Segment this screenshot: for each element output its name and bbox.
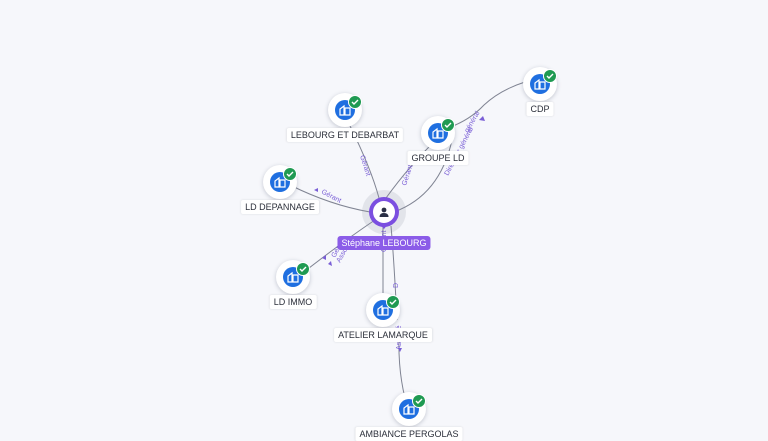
edge-person-ld-depannage xyxy=(289,184,371,213)
check-icon xyxy=(441,118,455,132)
company-label: LEBOURG ET DEBARBAT xyxy=(286,128,404,142)
company-label: CDP xyxy=(526,102,554,116)
edge-arrow xyxy=(479,116,485,121)
check-icon xyxy=(386,295,400,309)
company-label: ATELIER LAMARQUE xyxy=(334,328,432,342)
company-label: AMBIANCE PERGOLAS xyxy=(355,427,463,441)
edge-label: Gérant xyxy=(358,154,371,177)
edge-groupe-ld-cdp xyxy=(447,81,526,129)
company-label: LD DEPANNAGE xyxy=(241,200,319,214)
person-pin xyxy=(369,197,399,229)
edge-label: Gérant xyxy=(401,164,414,187)
edge-arrow xyxy=(314,188,318,192)
check-icon xyxy=(348,95,362,109)
edge-arrow xyxy=(322,255,326,260)
edge-arrow xyxy=(328,261,332,266)
edge-label: D xyxy=(393,283,400,288)
person-label: Stéphane LEBOURG xyxy=(337,236,431,250)
person-avatar xyxy=(373,201,395,223)
edge-person-lebourg-debarbat xyxy=(345,117,380,199)
check-icon xyxy=(543,69,557,83)
person-icon xyxy=(379,207,389,217)
company-label: LD IMMO xyxy=(269,295,317,309)
check-icon xyxy=(296,262,310,276)
check-icon xyxy=(283,167,297,181)
edge-arrow xyxy=(398,348,402,352)
check-icon xyxy=(412,394,426,408)
company-label: GROUPE LD xyxy=(407,151,469,165)
